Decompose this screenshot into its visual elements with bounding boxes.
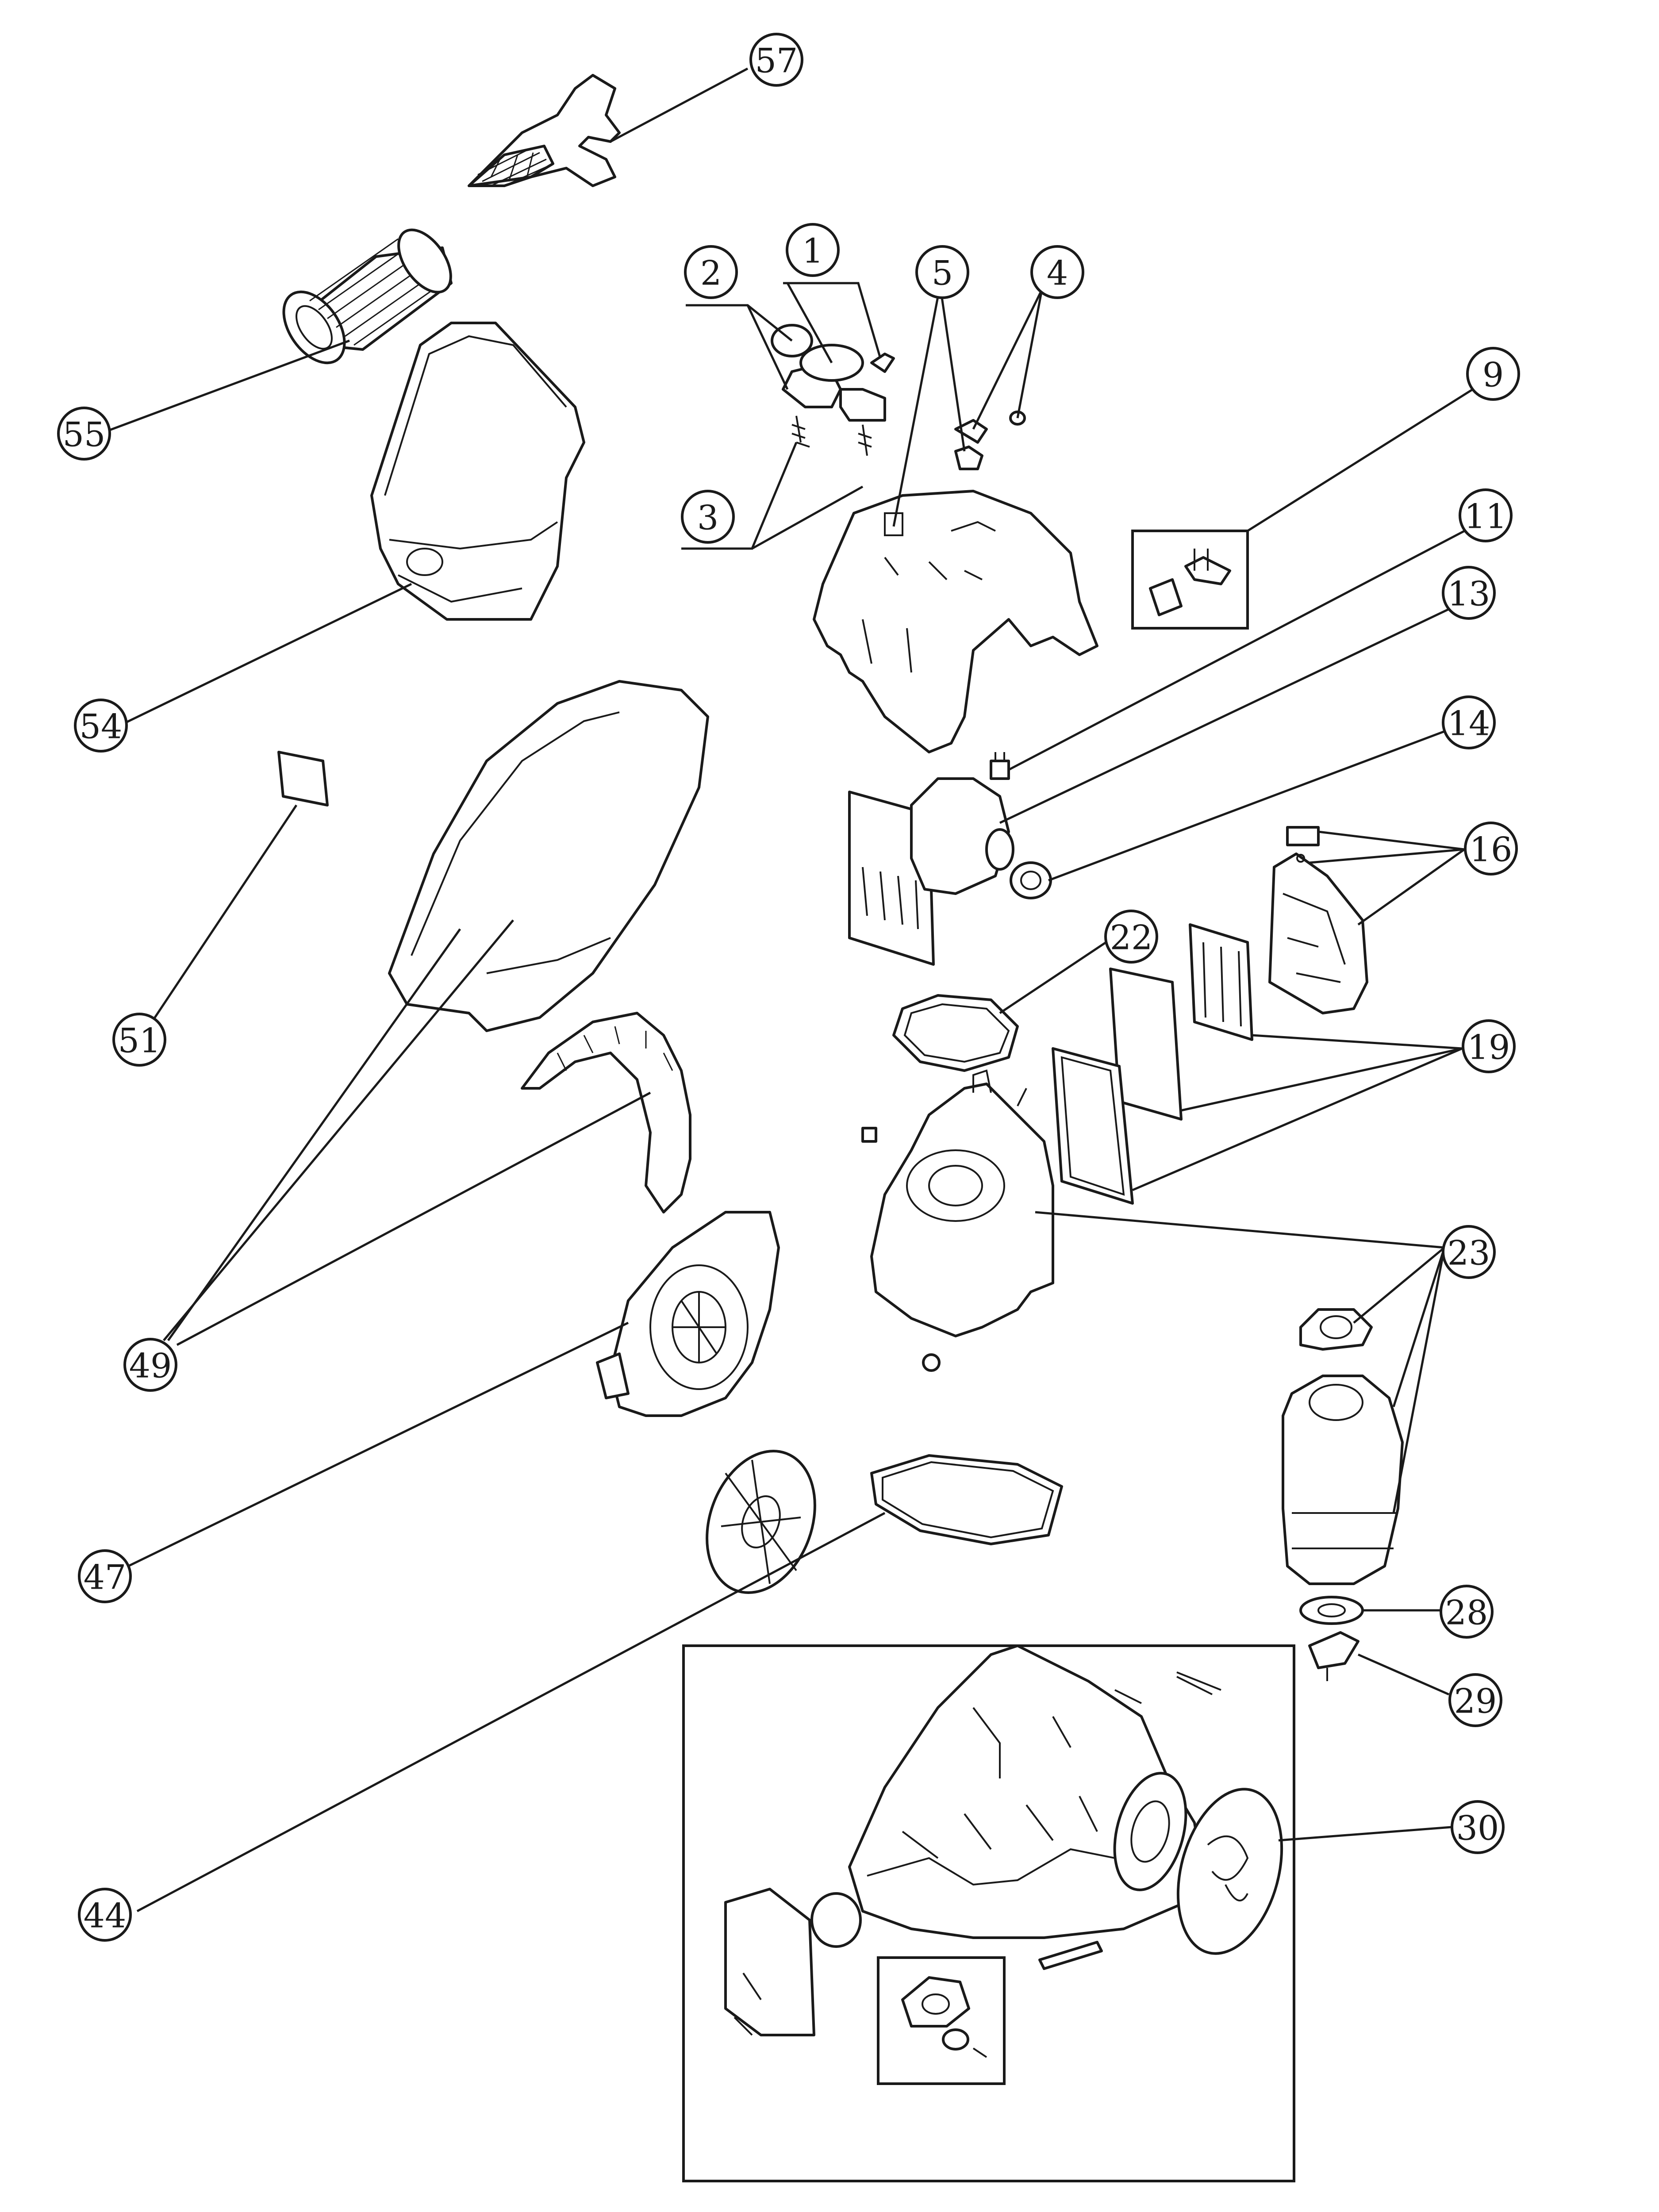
part-13-motor-cover bbox=[848, 777, 1014, 966]
leader-lines bbox=[106, 67, 1481, 1912]
callout-22-label: 22 bbox=[1110, 918, 1153, 957]
callout-4: 4 bbox=[1030, 245, 1084, 299]
callout-4-label: 4 bbox=[1047, 253, 1068, 293]
callout-13-label: 13 bbox=[1448, 574, 1490, 614]
callout-28-label: 28 bbox=[1445, 1593, 1488, 1632]
part-wheel-left bbox=[706, 1450, 816, 1594]
callout-22: 22 bbox=[1104, 910, 1158, 964]
callout-14: 14 bbox=[1442, 695, 1496, 749]
part-23-motor bbox=[1282, 1308, 1404, 1585]
callout-11-label: 11 bbox=[1464, 497, 1507, 536]
callout-51: 51 bbox=[112, 1013, 166, 1067]
callout-23-label: 23 bbox=[1448, 1233, 1490, 1273]
callout-19-label: 19 bbox=[1467, 1028, 1510, 1067]
callout-55-label: 55 bbox=[63, 415, 106, 454]
callout-57: 57 bbox=[749, 33, 803, 87]
callout-16-label: 16 bbox=[1470, 830, 1513, 869]
callout-54: 54 bbox=[74, 699, 128, 753]
callout-1: 1 bbox=[786, 223, 840, 277]
callout-28: 28 bbox=[1440, 1585, 1494, 1639]
part-44-gasket bbox=[870, 1454, 1063, 1545]
callout-57-label: 57 bbox=[755, 41, 798, 81]
callout-19: 19 bbox=[1462, 1019, 1516, 1073]
callout-47: 47 bbox=[78, 1549, 132, 1603]
part-9-switch-box bbox=[1131, 530, 1249, 630]
callout-16: 16 bbox=[1464, 822, 1518, 876]
callout-29: 29 bbox=[1448, 1673, 1502, 1727]
callout-11: 11 bbox=[1459, 488, 1513, 542]
callout-2: 2 bbox=[684, 245, 738, 299]
part-11-connector bbox=[990, 752, 1010, 780]
callout-9-label: 9 bbox=[1482, 355, 1504, 395]
callout-55: 55 bbox=[57, 407, 111, 461]
callout-49: 49 bbox=[123, 1338, 177, 1392]
callout-44-label: 44 bbox=[84, 1896, 127, 1936]
callout-51-label: 51 bbox=[118, 1021, 161, 1060]
callout-23: 23 bbox=[1442, 1225, 1496, 1279]
part-51-pad bbox=[277, 751, 329, 806]
callout-49-label: 49 bbox=[129, 1346, 172, 1386]
part-57-cone-nozzle bbox=[468, 74, 621, 187]
callout-1-label: 1 bbox=[802, 231, 823, 271]
part-16-filter-cover bbox=[1268, 826, 1368, 1014]
callout-3-label: 3 bbox=[697, 498, 718, 538]
part-23-motor-housing bbox=[861, 1069, 1054, 1372]
part-14-bearing bbox=[1010, 861, 1052, 899]
callout-47-label: 47 bbox=[84, 1558, 127, 1597]
part-30-base-unit bbox=[682, 1644, 1295, 2182]
callout-29-label: 29 bbox=[1454, 1682, 1497, 1721]
callout-44: 44 bbox=[78, 1888, 132, 1942]
part-19-filters bbox=[1052, 923, 1253, 1205]
callout-30-label: 30 bbox=[1456, 1809, 1499, 1848]
part-4-5-small-clips bbox=[954, 411, 1026, 470]
callout-3: 3 bbox=[681, 490, 735, 544]
callout-9: 9 bbox=[1466, 347, 1520, 401]
part-22-gasket bbox=[892, 994, 1019, 1072]
callout-54-label: 54 bbox=[80, 707, 123, 746]
part-top-cover bbox=[813, 490, 1098, 753]
part-28-29-small-parts bbox=[1299, 1596, 1364, 1681]
part-54-dust-container bbox=[370, 322, 585, 621]
callout-30: 30 bbox=[1451, 1800, 1505, 1854]
callout-13: 13 bbox=[1442, 566, 1496, 620]
callout-14-label: 14 bbox=[1448, 704, 1490, 743]
callout-2-label: 2 bbox=[700, 253, 722, 293]
callout-5-label: 5 bbox=[932, 253, 953, 293]
part-49-shell bbox=[388, 680, 709, 1214]
callout-5: 5 bbox=[915, 245, 969, 299]
part-47-side-assembly bbox=[596, 1211, 780, 1417]
part-55-cylinder-filter bbox=[282, 228, 453, 365]
